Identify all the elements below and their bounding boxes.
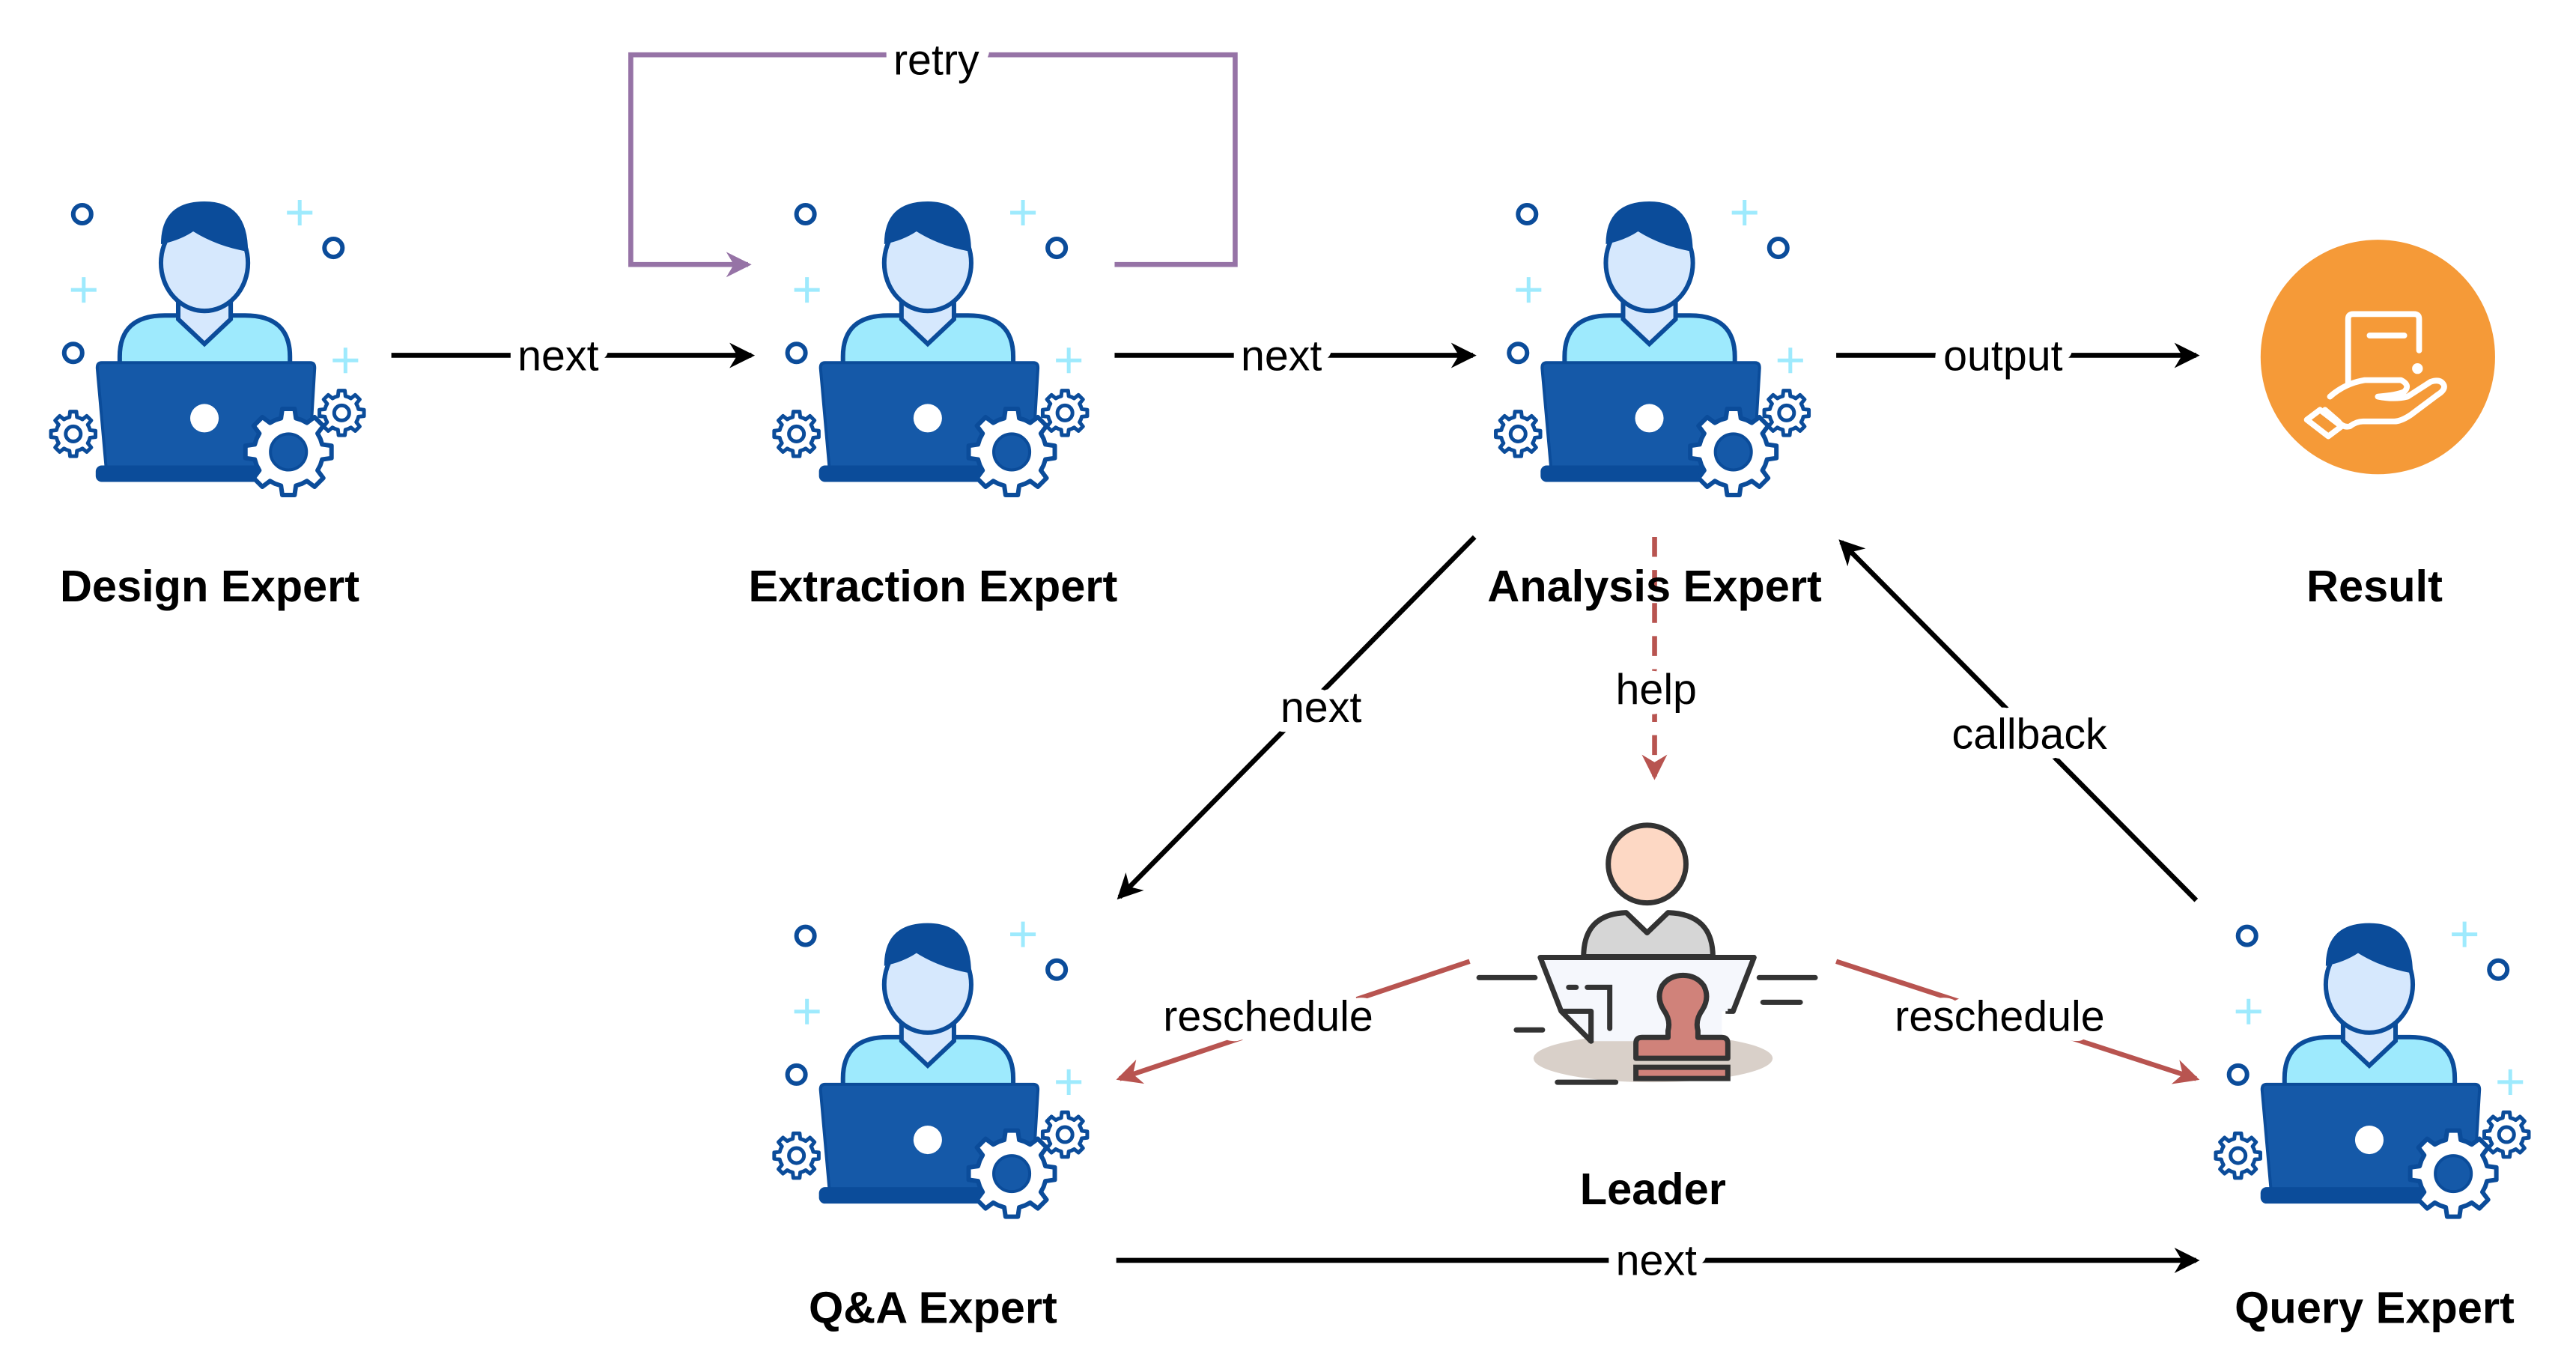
- edge-label: next: [517, 332, 598, 380]
- edge-qa-to-query: next: [1116, 1227, 2200, 1295]
- edge-analysis-help-leader: help: [1606, 537, 1707, 780]
- node-leader: Leader: [1479, 825, 1815, 1214]
- edge-label: callback: [1952, 710, 2107, 758]
- expert-laptop-icon: [774, 200, 1087, 495]
- edge-label: next: [1616, 1237, 1697, 1285]
- edge-analysis-to-qa: next: [1117, 535, 1477, 900]
- edge-label: reschedule: [1895, 992, 2104, 1040]
- edge-label: retry: [893, 37, 979, 85]
- edge-label: output: [1943, 332, 2062, 380]
- edge-analysis-to-result: output: [1836, 322, 2200, 390]
- edge-leader-reschedule-query: reschedule: [1835, 959, 2200, 1084]
- expert-laptop-icon: [51, 200, 364, 495]
- node-query-expert: Query Expert: [2216, 922, 2529, 1333]
- node-label: Design Expert: [60, 561, 359, 611]
- edge-extraction-to-analysis: next: [1114, 322, 1477, 390]
- leader-stamp-icon: [1479, 825, 1815, 1082]
- edge-extraction-retry: retry: [628, 26, 1238, 278]
- edge-label: reschedule: [1163, 992, 1373, 1040]
- node-label: Result: [2306, 561, 2443, 611]
- hand-document-icon: [2260, 240, 2495, 475]
- expert-laptop-icon: [1496, 200, 1809, 495]
- expert-laptop-icon: [774, 922, 1087, 1217]
- node-label: Leader: [1580, 1164, 1726, 1214]
- edge-label: next: [1281, 684, 1361, 732]
- node-extraction-expert: Extraction Expert: [748, 200, 1117, 611]
- node-analysis-expert: Analysis Expert: [1487, 200, 1822, 611]
- edge-query-callback-analysis: callback: [1838, 539, 2199, 902]
- edge-leader-reschedule-qa: reschedule: [1116, 959, 1471, 1084]
- node-result: Result: [2260, 240, 2495, 611]
- node-qa-expert: Q&A Expert: [774, 922, 1087, 1333]
- node-label: Analysis Expert: [1487, 561, 1822, 611]
- node-label: Query Expert: [2235, 1283, 2515, 1333]
- edge-label: help: [1616, 666, 1697, 714]
- edge-design-to-extraction: next: [391, 322, 756, 390]
- edge-label: next: [1241, 332, 1322, 380]
- expert-laptop-icon: [2216, 922, 2529, 1217]
- node-design-expert: Design Expert: [51, 200, 364, 611]
- node-label: Extraction Expert: [748, 561, 1117, 611]
- node-label: Q&A Expert: [809, 1283, 1057, 1333]
